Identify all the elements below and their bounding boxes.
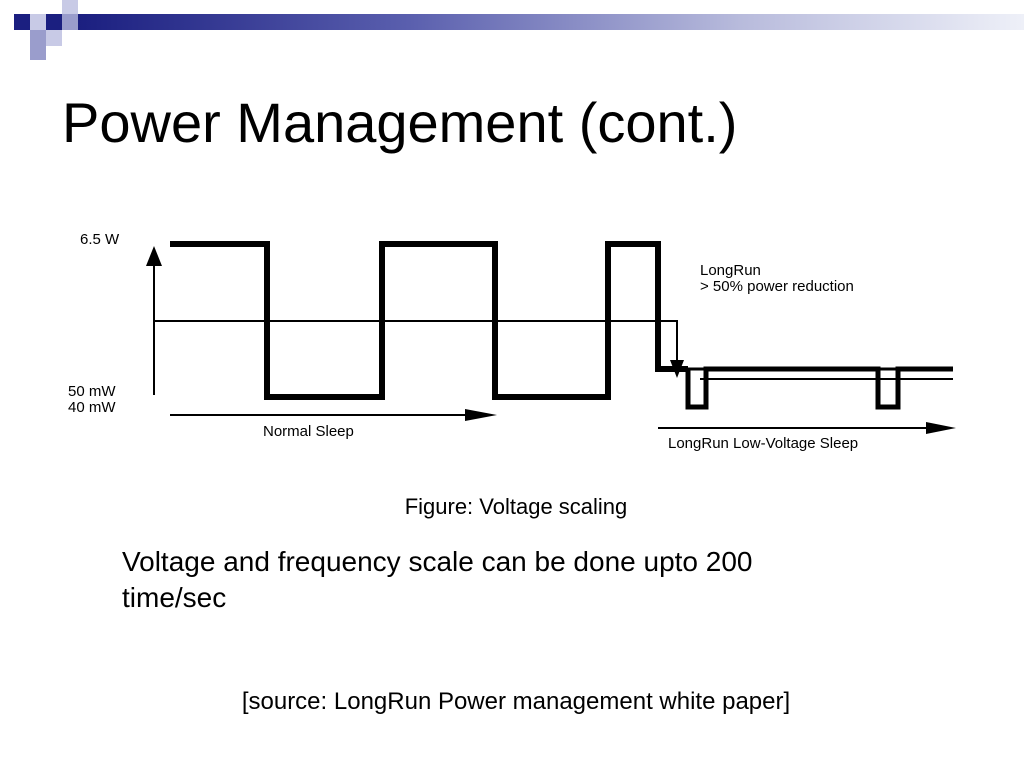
label-50mw: 50 mW	[68, 383, 116, 400]
figure-caption: Figure: Voltage scaling	[404, 494, 628, 519]
corner-decoration	[0, 0, 80, 60]
label-40mw: 40 mW	[68, 399, 116, 416]
reduction-arrowhead	[670, 360, 684, 378]
longrun-subtitle: > 50% power reduction	[700, 278, 854, 295]
slide-title: Power Management (cont.)	[62, 91, 738, 154]
normal-sleep-waveform	[170, 241, 688, 400]
label-6-5w: 6.5 W	[80, 231, 120, 248]
normal-sleep-arrowhead	[465, 409, 497, 421]
normal-sleep-label: Normal Sleep	[263, 423, 354, 440]
longrun-sleep-label: LongRun Low-Voltage Sleep	[668, 435, 858, 452]
header-band	[78, 14, 1024, 30]
longrun-sleep-arrowhead	[926, 422, 956, 434]
longrun-waveform	[685, 366, 953, 410]
longrun-title: LongRun	[700, 262, 761, 279]
voltage-scaling-diagram: 6.5 W 50 mW 40 mW LongRun > 50% power re…	[68, 231, 956, 452]
body-text: Voltage and frequency scale can be done …	[122, 546, 753, 614]
source-citation: [source: LongRun Power management white …	[241, 688, 791, 715]
y-axis-arrowhead	[146, 246, 162, 266]
